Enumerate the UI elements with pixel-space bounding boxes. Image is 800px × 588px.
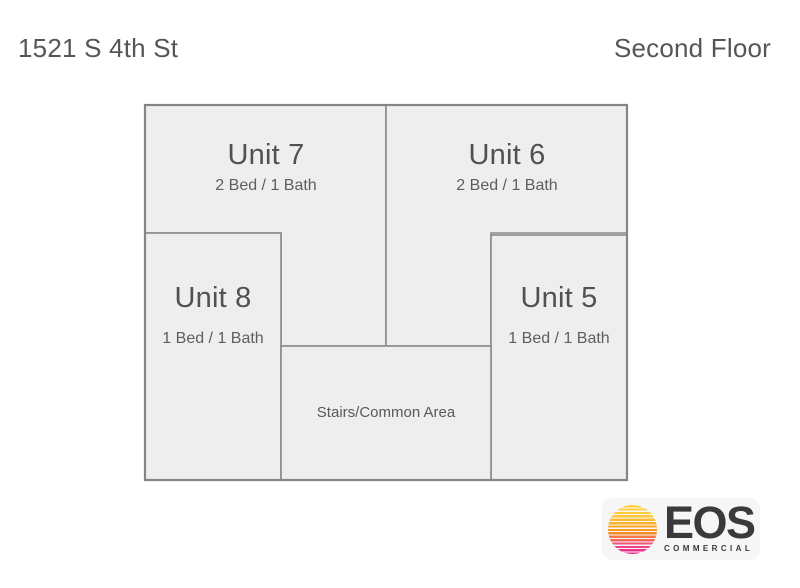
page-title-address: 1521 S 4th St xyxy=(18,33,179,63)
stairs-common-area-label: Stairs/Common Area xyxy=(316,404,456,421)
unit-7-details: 2 Bed / 1 Bath xyxy=(215,177,317,195)
page-title-floor: Second Floor xyxy=(613,33,771,63)
unit-6-label: Unit 6 2 Bed / 1 Bath xyxy=(456,139,557,196)
unit-8-region xyxy=(144,232,282,481)
logo-brand-name: EOS xyxy=(664,496,756,548)
eos-commercial-logo: EOS COMMERCIAL xyxy=(602,498,760,560)
unit-5-details: 1 Bed / 1 Bath xyxy=(508,330,610,348)
logo-text-block: EOS COMMERCIAL xyxy=(664,496,756,554)
striped-sun-icon xyxy=(608,504,657,554)
stairs-common-area-region xyxy=(280,345,492,481)
unit-8-name: Unit 8 xyxy=(174,282,252,314)
logo-tagline: COMMERCIAL xyxy=(664,544,754,554)
unit-6-details: 2 Bed / 1 Bath xyxy=(456,177,558,195)
unit-7-label: Unit 7 2 Bed / 1 Bath xyxy=(215,139,316,196)
unit-5-name: Unit 5 xyxy=(520,282,598,314)
unit-5-label: Unit 5 1 Bed / 1 Bath xyxy=(508,282,609,349)
unit-7-name: Unit 7 xyxy=(227,139,305,171)
building-outline xyxy=(143,103,629,482)
unit-5-region xyxy=(490,234,628,481)
unit-8-label: Unit 8 1 Bed / 1 Bath xyxy=(162,282,263,349)
unit-8-details: 1 Bed / 1 Bath xyxy=(162,330,264,348)
unit-6-name: Unit 6 xyxy=(468,139,546,171)
